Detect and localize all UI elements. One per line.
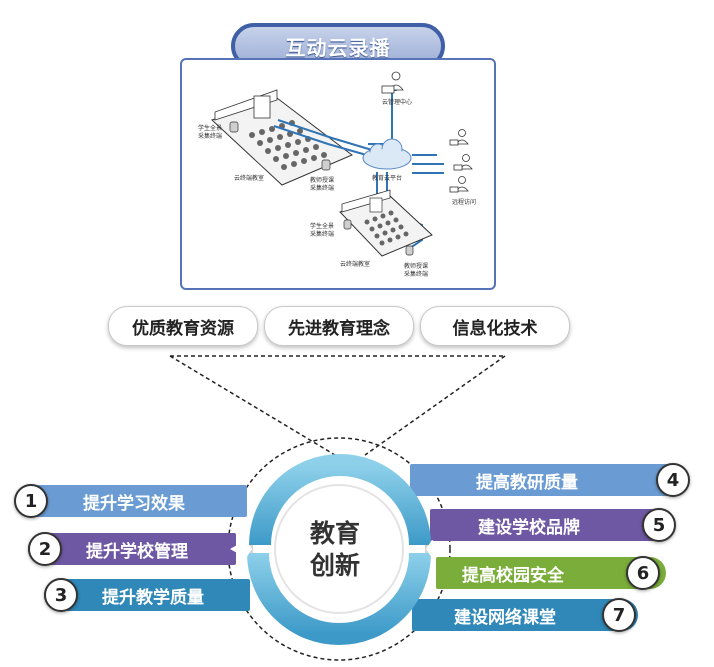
student-cam-label-top-1: 学生全景 (198, 124, 222, 132)
student-desks-bottom (364, 210, 409, 246)
item-label-4: 提高教研质量 (476, 472, 578, 493)
item-bar-3: 提升教学质量 (44, 579, 250, 611)
number-badge-1: 1 (14, 484, 48, 518)
whiteboard-icon-bottom (369, 197, 383, 213)
network-diagram: 学生全景 采集终端 教师授课 采集终端 云终端教室 教育云平台 (198, 71, 476, 278)
cloud-platform-label: 教育云平台 (372, 174, 402, 182)
number-badge-3: 3 (44, 578, 78, 612)
center-line-2: 创新 (309, 551, 360, 580)
network-diagram-frame: 学生全景 采集终端 教师授课 采集终端 云终端教室 教育云平台 (180, 58, 496, 290)
feature-quality-resources: 优质教育资源 (108, 306, 258, 346)
item-bar-7: 建设网络课堂 (412, 599, 638, 631)
number-badge-2: 2 (28, 532, 62, 566)
center-line-1: 教育 (309, 519, 360, 548)
remote-user-icon (449, 129, 473, 193)
student-cam-label-bottom-2: 采集终端 (310, 230, 334, 238)
number-badge-4: 4 (656, 463, 690, 497)
feature-advanced-concepts: 先进教育理念 (264, 306, 414, 346)
student-desks-top (249, 120, 327, 170)
center-label: 教育 创新 (290, 510, 380, 590)
item-bar-4: 提高教研质量 (410, 464, 682, 496)
arrow-right-icon (426, 540, 448, 558)
item-label-6: 提高校园安全 (462, 565, 564, 586)
ring-arc-bottom (247, 552, 431, 645)
arrow-left-icon (230, 540, 252, 558)
item-label-3: 提升教学质量 (102, 587, 204, 608)
number-badge-5: 5 (642, 508, 676, 542)
manager-label: 云管理中心 (382, 98, 412, 106)
whiteboard-icon (253, 95, 271, 119)
teacher-cam-label-mid-2: 采集终端 (310, 184, 334, 192)
item-bar-2: 提升学校管理 (28, 533, 236, 565)
manager-person-icon (381, 71, 404, 94)
feature-it-technology: 信息化技术 (420, 306, 570, 346)
remote-access-label: 远程访问 (452, 198, 476, 206)
camera-icon-bottom (343, 219, 414, 256)
item-label-7: 建设网络课堂 (454, 607, 556, 628)
number-badge-7: 7 (602, 598, 636, 632)
teacher-cam-label-bottom-1: 教师授课 (404, 262, 428, 270)
camera-icon (229, 121, 331, 171)
student-cam-label-top-2: 采集终端 (198, 132, 222, 140)
teacher-cam-label-bottom-2: 采集终端 (404, 270, 428, 278)
number-badge-6: 6 (626, 556, 660, 590)
item-label-1: 提升学习效果 (83, 493, 185, 514)
item-label-2: 提升学校管理 (86, 541, 188, 562)
classroom-label-top: 云终端教室 (234, 174, 264, 182)
ring-arc-top (249, 454, 431, 546)
student-cam-label-bottom-1: 学生全景 (310, 222, 334, 230)
classroom-label-bottom: 云终端教室 (340, 260, 370, 268)
cloud-icon (362, 138, 412, 170)
item-bar-5: 建设学校品牌 (430, 509, 674, 541)
item-bar-1: 提升学习效果 (15, 485, 247, 517)
teacher-cam-label-mid-1: 教师授课 (310, 176, 334, 184)
item-label-5: 建设学校品牌 (478, 517, 580, 538)
dashed-circle (227, 437, 451, 661)
